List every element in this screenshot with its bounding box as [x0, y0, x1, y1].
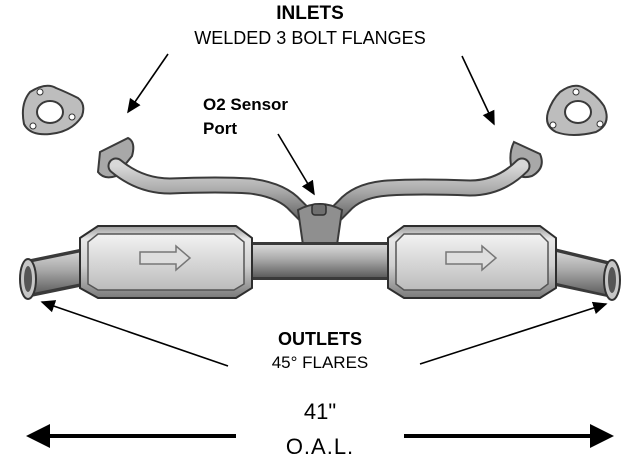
outlet-left-pointer-icon: [40, 300, 229, 367]
outlets-title: OUTLETS: [278, 329, 362, 349]
flange-left-icon: [21, 84, 85, 136]
outlet-right-icon: [546, 246, 621, 301]
o2-port-label: Port: [203, 119, 237, 138]
oal-value: 41": [303, 399, 337, 424]
center-pipe-icon: [240, 242, 400, 280]
outlet-left-icon: [19, 246, 94, 300]
converter-right-icon: [387, 225, 557, 299]
inlet-left-pointer-icon: [127, 53, 169, 114]
outlets-subtitle: 45° FLARES: [271, 353, 369, 372]
o2-sensor-port-icon: [311, 203, 327, 216]
converter-left-icon: [79, 225, 253, 299]
outlet-right-pointer-icon: [419, 301, 608, 365]
inlets-title: INLETS: [276, 3, 344, 24]
o2-sensor-label: O2 Sensor: [203, 95, 289, 114]
inlet-pipes-icon: [96, 136, 543, 253]
flow-arrow-icon: [139, 244, 192, 272]
flow-arrow-icon: [445, 244, 498, 272]
inlet-right-pointer-icon: [461, 55, 495, 126]
oal-dimension: [26, 424, 614, 448]
inlets-subtitle: WELDED 3 BOLT FLANGES: [194, 28, 426, 48]
o2-pointer-icon: [277, 133, 315, 196]
flange-right-icon: [546, 84, 608, 136]
callout-arrows: [40, 53, 608, 367]
oal-label: O.A.L.: [285, 434, 355, 459]
